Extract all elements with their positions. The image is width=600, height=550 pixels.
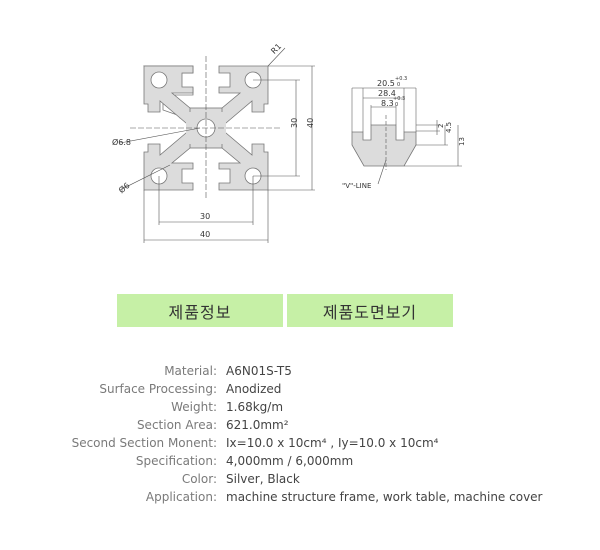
tab-product-info[interactable]: 제품정보 bbox=[117, 294, 283, 327]
svg-text:"V"-LINE: "V"-LINE bbox=[342, 182, 371, 190]
spec-label: Color: bbox=[181, 472, 217, 486]
spec-value: Ix=10.0 x 10cm⁴ , Iy=10.0 x 10cm⁴ bbox=[226, 436, 439, 450]
spec-value: Silver, Black bbox=[226, 472, 300, 486]
spec-row-weight: Weight: 1.68kg/m bbox=[0, 398, 600, 416]
svg-text:40: 40 bbox=[306, 118, 315, 128]
spec-label: Surface Processing: bbox=[99, 382, 217, 396]
profile-drawing: R1 Ø6.8 Ø6 30 40 30 40 20.5 +0.3 0 28.4 … bbox=[112, 42, 466, 243]
spec-row-section-area: Section Area: 621.0mm² bbox=[0, 416, 600, 434]
tab-product-drawing[interactable]: 제품도면보기 bbox=[287, 294, 453, 327]
spec-row-section-moment: Second Section Monent: Ix=10.0 x 10cm⁴ , … bbox=[0, 434, 600, 452]
svg-text:4.5: 4.5 bbox=[445, 122, 453, 133]
svg-text:30: 30 bbox=[290, 118, 299, 128]
spec-value: A6N01S-T5 bbox=[226, 364, 292, 378]
svg-text:13: 13 bbox=[458, 137, 466, 146]
spec-value: 1.68kg/m bbox=[226, 400, 284, 414]
t-slot-detail: 20.5 +0.3 0 28.4 8.3 +0.3 0 2 4.5 13 "V"… bbox=[342, 76, 466, 190]
spec-label: Second Section Monent: bbox=[71, 436, 217, 450]
svg-text:0: 0 bbox=[395, 102, 398, 108]
spec-value: machine structure frame, work table, mac… bbox=[226, 490, 543, 504]
svg-text:8.3: 8.3 bbox=[381, 99, 394, 108]
spec-row-application: Application: machine structure frame, wor… bbox=[0, 488, 600, 506]
spec-value: 621.0mm² bbox=[226, 418, 289, 432]
svg-text:Ø6.8: Ø6.8 bbox=[112, 137, 131, 147]
svg-text:40: 40 bbox=[200, 230, 210, 239]
svg-text:+0.3: +0.3 bbox=[395, 76, 407, 82]
svg-text:Ø6: Ø6 bbox=[116, 180, 131, 195]
spec-label: Material: bbox=[164, 364, 217, 378]
svg-text:28.4: 28.4 bbox=[378, 89, 396, 98]
spec-label: Application: bbox=[145, 490, 217, 504]
svg-text:20.5: 20.5 bbox=[377, 79, 395, 88]
spec-row-specification: Specification: 4,000mm / 6,000mm bbox=[0, 452, 600, 470]
spec-value: 4,000mm / 6,000mm bbox=[226, 454, 354, 468]
spec-row-surface: Surface Processing: Anodized bbox=[0, 380, 600, 398]
spec-label: Specification: bbox=[135, 454, 217, 468]
spec-table: Material: A6N01S-T5 Surface Processing: An… bbox=[0, 362, 600, 506]
spec-label: Weight: bbox=[171, 400, 217, 414]
spec-row-material: Material: A6N01S-T5 bbox=[0, 362, 600, 380]
svg-text:0: 0 bbox=[397, 82, 400, 88]
dimension-lines bbox=[119, 47, 315, 243]
spec-value: Anodized bbox=[226, 382, 282, 396]
svg-text:2: 2 bbox=[437, 124, 445, 128]
spec-label: Section Area: bbox=[136, 418, 217, 432]
svg-text:+0.3: +0.3 bbox=[393, 96, 405, 102]
svg-text:30: 30 bbox=[200, 212, 210, 221]
profile-cross-section bbox=[143, 65, 269, 191]
spec-row-color: Color: Silver, Black bbox=[0, 470, 600, 488]
svg-text:R1: R1 bbox=[269, 42, 283, 56]
